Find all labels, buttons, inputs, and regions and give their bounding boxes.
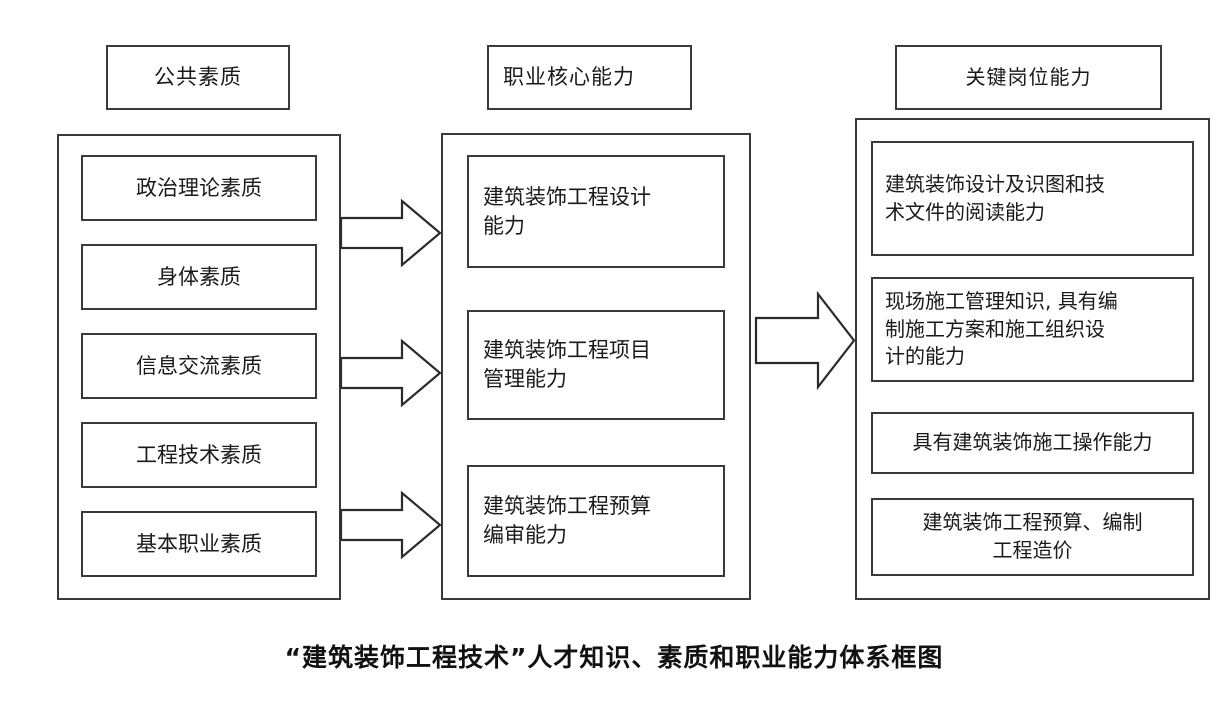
- arrow-left-to-mid-3-icon: [339, 490, 442, 560]
- item-label: 建筑装饰工程预算 编审能力: [483, 494, 651, 547]
- column-header-label: 职业核心能力: [503, 65, 635, 90]
- column-header-label: 关键岗位能力: [965, 64, 1092, 89]
- item-label: 具有建筑装饰施工操作能力: [912, 430, 1153, 455]
- item-box-budget-review-ability[interactable]: 建筑装饰工程预算 编审能力: [467, 465, 725, 577]
- item-label: 基本职业素质: [136, 531, 262, 556]
- item-box-basic-vocational[interactable]: 基本职业素质: [81, 511, 317, 577]
- item-label: 工程技术素质: [136, 442, 262, 467]
- item-label: 现场施工管理知识, 具有编 制施工方案和施工组织设 计的能力: [885, 289, 1118, 369]
- item-box-physical-quality[interactable]: 身体素质: [81, 244, 317, 310]
- item-label: 建筑装饰工程项目 管理能力: [483, 338, 651, 391]
- item-box-decoration-design-ability[interactable]: 建筑装饰工程设计 能力: [467, 155, 725, 268]
- arrow-left-to-mid-2-icon: [339, 338, 442, 408]
- item-box-project-management-ability[interactable]: 建筑装饰工程项目 管理能力: [467, 310, 725, 420]
- item-box-design-drawing-reading[interactable]: 建筑装饰设计及识图和技 术文件的阅读能力: [871, 141, 1194, 256]
- item-box-budget-cost[interactable]: 建筑装饰工程预算、编制 工程造价: [871, 498, 1194, 576]
- column-header-vocational-core-ability: 职业核心能力: [487, 45, 692, 110]
- column-header-public-quality: 公共素质: [106, 45, 290, 110]
- diagram-caption: “建筑装饰工程技术”人才知识、素质和职业能力体系框图: [284, 643, 944, 672]
- item-label: 信息交流素质: [136, 353, 262, 378]
- item-box-site-construction-management[interactable]: 现场施工管理知识, 具有编 制施工方案和施工组织设 计的能力: [871, 277, 1194, 382]
- column-header-label: 公共素质: [154, 65, 242, 90]
- item-box-information-exchange[interactable]: 信息交流素质: [81, 333, 317, 399]
- item-box-construction-operation[interactable]: 具有建筑装饰施工操作能力: [871, 412, 1194, 474]
- item-label: 建筑装饰工程预算、编制 工程造价: [922, 510, 1143, 562]
- item-label: 建筑装饰工程设计 能力: [483, 184, 651, 238]
- item-box-engineering-technology[interactable]: 工程技术素质: [81, 422, 317, 488]
- item-label: 身体素质: [157, 264, 241, 289]
- item-label: 政治理论素质: [136, 175, 262, 200]
- item-box-political-theory[interactable]: 政治理论素质: [81, 155, 317, 221]
- arrow-left-to-mid-1-icon: [339, 198, 442, 268]
- arrow-mid-to-right-icon: [754, 290, 856, 391]
- item-label: 建筑装饰设计及识图和技 术文件的阅读能力: [885, 171, 1105, 224]
- column-header-key-post-ability: 关键岗位能力: [895, 45, 1162, 110]
